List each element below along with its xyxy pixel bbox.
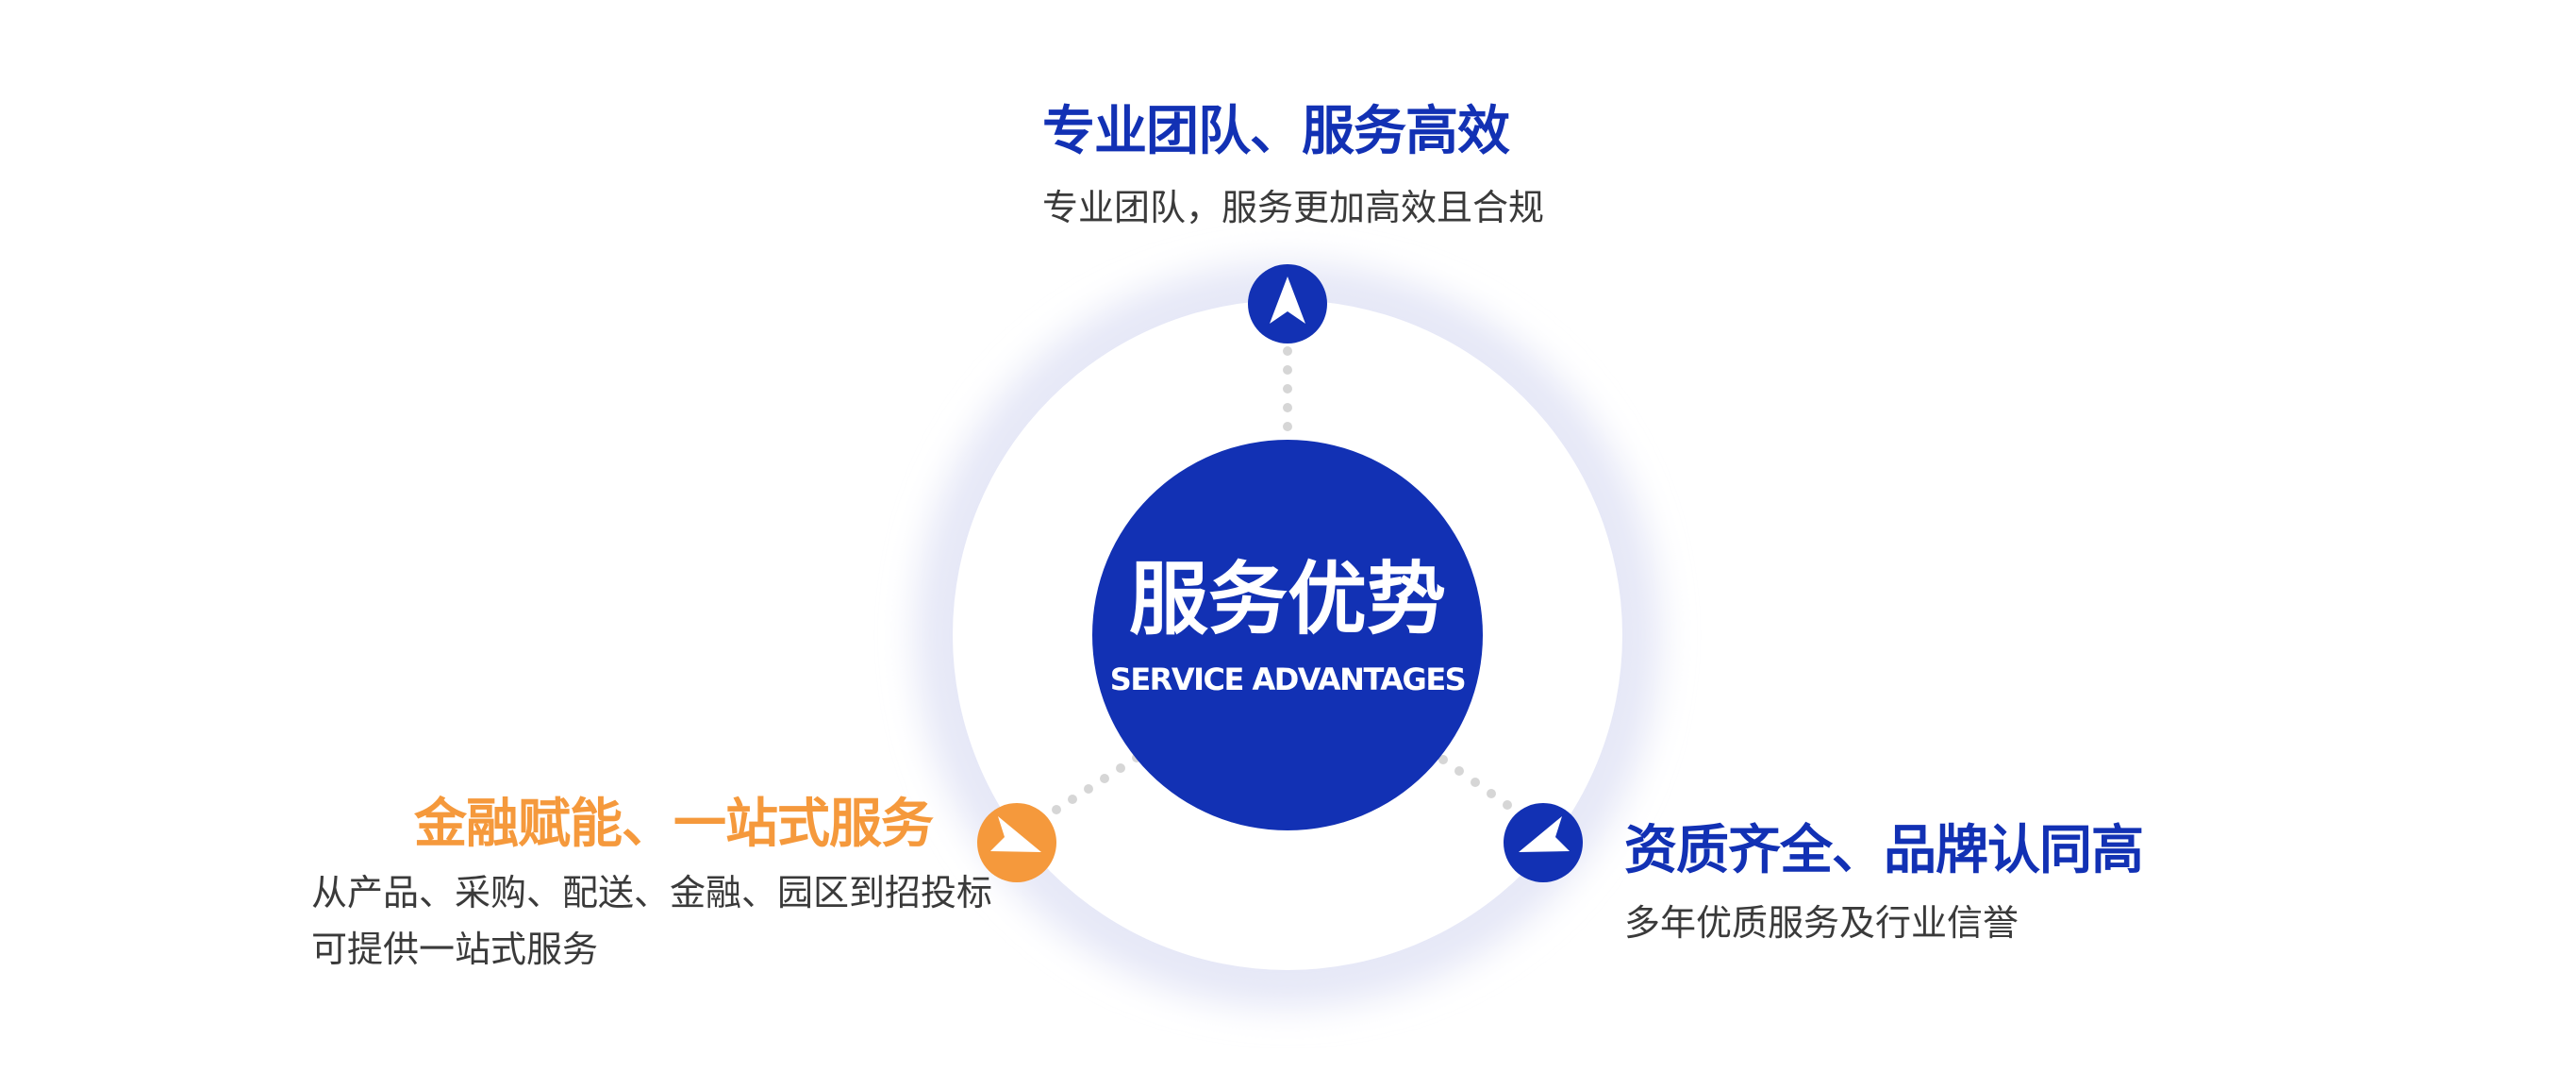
feature-desc-qualification: 多年优质服务及行业信誉 [1624,902,2019,944]
feature-title-qualification: 资质齐全、品牌认同高 [1624,820,2144,881]
navigation-arrow-icon [990,816,1041,852]
center-subtitle: SERVICE ADVANTAGES [1109,662,1467,697]
navigation-arrow-icon [1270,276,1305,324]
feature-title-team: 专业团队、服务高效 [1042,101,1510,162]
center-title: 服务优势 [1128,553,1446,645]
node-left [977,803,1056,882]
center-circle [1092,440,1483,830]
navigation-arrow-icon [1519,816,1570,852]
feature-desc-team: 专业团队，服务更加高效且合规 [1042,187,1545,228]
feature-title-finance: 金融赋能、一站式服务 [414,794,934,855]
node-right [1504,803,1583,882]
connector-right [1438,755,1512,810]
node-top [1248,264,1327,343]
feature-desc-finance-line1: 从产品、采购、配送、金融、园区到招投标 [311,872,993,913]
feature-desc-finance-line2: 可提供一站式服务 [311,929,599,970]
connector-top [1283,346,1292,431]
